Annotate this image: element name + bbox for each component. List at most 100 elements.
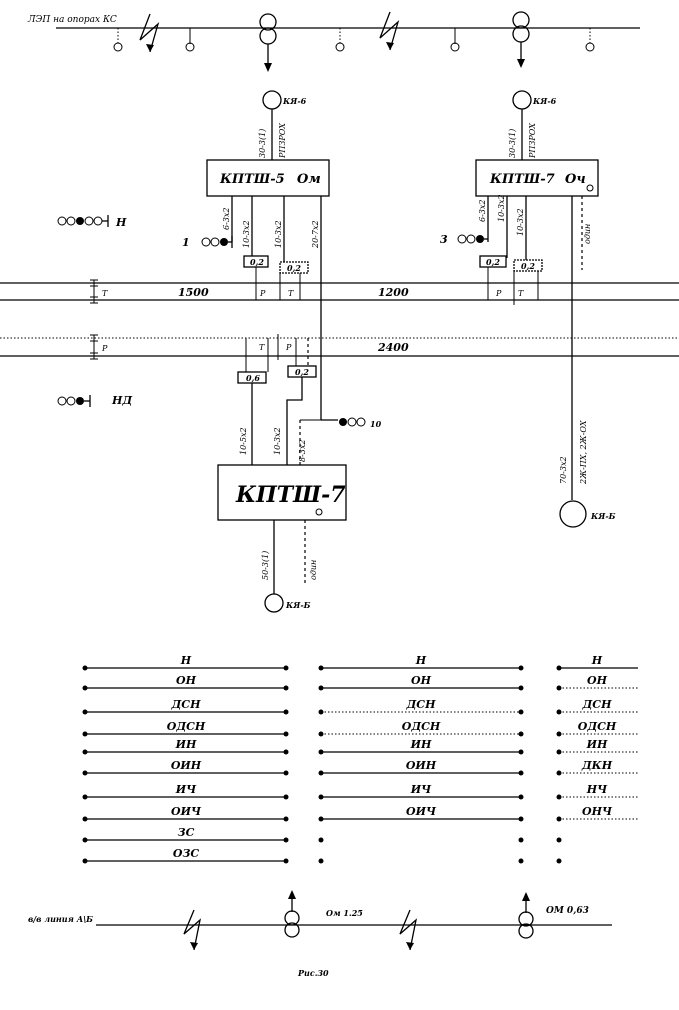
one-wire-label: один bbox=[309, 560, 318, 580]
cable-label: 2Ж-ПХ, 2Ж-ОХ bbox=[579, 420, 588, 485]
cable-label: 20-7х2 bbox=[311, 220, 320, 249]
wire-label: ДСН bbox=[406, 698, 437, 711]
terminal-dot bbox=[82, 770, 88, 776]
impedance-box: 0,6 bbox=[237, 371, 267, 384]
svg-text:0,6: 0,6 bbox=[246, 373, 260, 383]
transformer-icon bbox=[284, 890, 300, 938]
signal-head-icon bbox=[457, 234, 488, 244]
kptsh7-name: КПТШ-7 bbox=[489, 172, 555, 187]
svg-text:0,2: 0,2 bbox=[521, 261, 535, 271]
signal-number: 1 bbox=[182, 236, 190, 249]
impedance-box: 0,2 bbox=[279, 261, 309, 274]
terminal-dot bbox=[283, 731, 289, 737]
terminal-dot bbox=[283, 858, 289, 864]
impedance-box: 0,2 bbox=[287, 365, 317, 378]
cable-label: 10-3х2 bbox=[516, 208, 525, 236]
transformer-icon bbox=[518, 892, 534, 939]
terminal-dot bbox=[82, 709, 88, 715]
terminal-dot bbox=[318, 665, 324, 671]
terminal-dot bbox=[82, 794, 88, 800]
rail-marker: Р bbox=[495, 289, 502, 298]
terminal-dot bbox=[556, 749, 562, 755]
cable-box-circle bbox=[512, 90, 532, 110]
rail-marker: Р bbox=[285, 343, 292, 352]
terminal-dot bbox=[518, 685, 524, 691]
cable-label: 10-3х2 bbox=[273, 427, 282, 455]
terminal-dot bbox=[283, 816, 289, 822]
length-label: 2400 bbox=[377, 341, 409, 354]
terminal-dot bbox=[518, 858, 524, 864]
lightning-break-icon bbox=[399, 909, 418, 951]
terminal-dot bbox=[556, 665, 562, 671]
cable-box-label: КЯ-Б bbox=[590, 511, 616, 521]
terminal-icon bbox=[315, 508, 323, 516]
terminal-dot bbox=[82, 685, 88, 691]
cable-spec: 30-3(1) bbox=[258, 129, 267, 158]
impedance-box: 0,2 bbox=[243, 255, 269, 268]
cable-label: 10-5х2 bbox=[239, 427, 248, 455]
wire-label: ОДСН bbox=[402, 720, 441, 733]
terminal-dot bbox=[556, 794, 562, 800]
signal-number: 3 bbox=[440, 233, 448, 246]
wire-label: ОДСН bbox=[167, 720, 206, 733]
cable-label: 6-3х2 bbox=[222, 208, 231, 230]
wire-label: ОНЧ bbox=[582, 805, 613, 818]
wire-label: Н bbox=[591, 654, 603, 667]
terminal-dot bbox=[82, 749, 88, 755]
wire-label: ЗС bbox=[178, 826, 195, 839]
terminal-dot bbox=[518, 749, 524, 755]
cable-line bbox=[286, 377, 303, 465]
terminal-dot bbox=[518, 794, 524, 800]
terminal-dot bbox=[283, 770, 289, 776]
signal-head-icon bbox=[57, 395, 91, 407]
terminal-dot bbox=[82, 665, 88, 671]
wire-label: НЧ bbox=[586, 783, 608, 796]
terminal-dot bbox=[556, 709, 562, 715]
terminal-dot bbox=[318, 749, 324, 755]
terminal-dot bbox=[518, 665, 524, 671]
cable-label: 10-3х2 bbox=[274, 220, 283, 248]
terminal-dot bbox=[518, 709, 524, 715]
rail-marker: Р bbox=[259, 289, 266, 298]
insulating-joint-icon bbox=[90, 279, 98, 304]
kptsh5-box bbox=[206, 159, 330, 197]
terminal-dot bbox=[318, 837, 324, 843]
svg-text:0,2: 0,2 bbox=[295, 367, 309, 377]
terminal-dot bbox=[518, 816, 524, 822]
signal-number: 10 bbox=[370, 419, 382, 429]
cable-label: 70-3х2 bbox=[559, 456, 568, 484]
cable-type: РПЗРОХ bbox=[278, 123, 287, 159]
kptsh7-tag: Оч bbox=[565, 172, 586, 187]
transformer-rating: Ом 1.25 bbox=[326, 908, 363, 918]
wire-label: ОН bbox=[587, 674, 608, 687]
terminal-dot bbox=[82, 837, 88, 843]
cable-box-circle bbox=[559, 500, 587, 528]
transformer-rating: ОМ 0,63 bbox=[546, 906, 589, 916]
length-label: 1500 bbox=[178, 286, 209, 299]
cable-box-label: КЯ-6 bbox=[532, 96, 557, 106]
wire-label: ИЧ bbox=[175, 783, 197, 796]
wire-label: ОИЧ bbox=[171, 805, 202, 818]
terminal-dot bbox=[283, 837, 289, 843]
cable-spec: 30-3(1) bbox=[508, 129, 517, 158]
terminal-dot bbox=[556, 816, 562, 822]
top-line-label: ЛЭП на опорах КС bbox=[27, 15, 117, 25]
lightning-break-icon bbox=[183, 909, 202, 951]
terminal-dot bbox=[318, 816, 324, 822]
kptsh5-tag: Ом bbox=[297, 172, 321, 187]
terminal-dot bbox=[283, 665, 289, 671]
transformer-icon bbox=[259, 13, 277, 72]
wire-label: Н bbox=[180, 654, 192, 667]
terminal-dot bbox=[556, 770, 562, 776]
wire-label: ИН bbox=[175, 738, 197, 751]
top-line-taps bbox=[113, 28, 595, 52]
terminal-dot bbox=[318, 731, 324, 737]
cable-label: 50-3(1) bbox=[261, 551, 270, 580]
wire-label: ОИН bbox=[406, 759, 437, 772]
terminal-dot bbox=[556, 858, 562, 864]
rail-marker: Т bbox=[288, 289, 294, 298]
wire-label: ДСН bbox=[171, 698, 202, 711]
svg-text:0,2: 0,2 bbox=[486, 257, 500, 267]
